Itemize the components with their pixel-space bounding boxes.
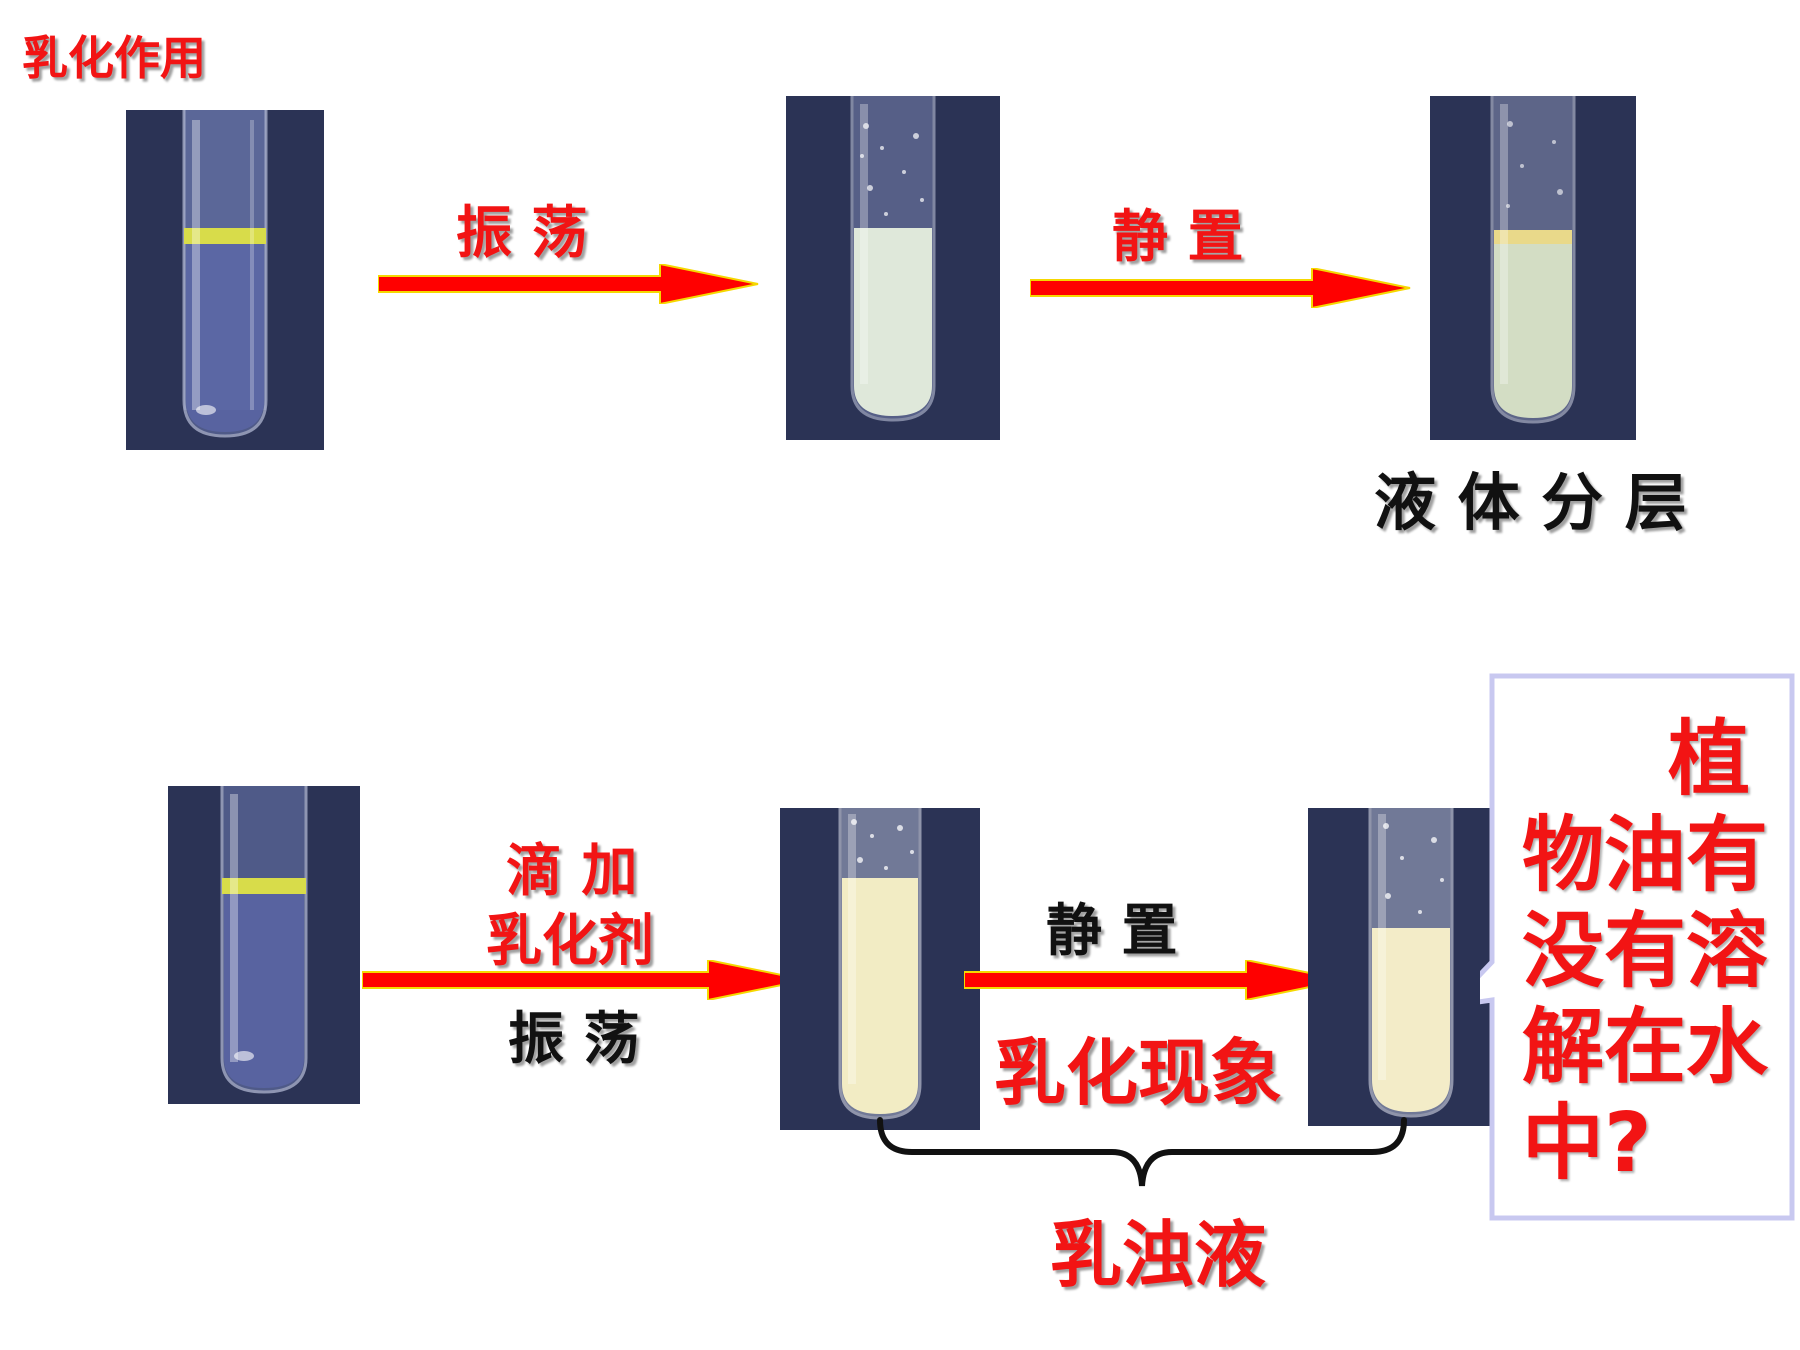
arrow-stand-bottom [964, 960, 1346, 1000]
arrow-shake-top [378, 264, 760, 304]
test-tube-photo-emulsion [780, 808, 980, 1130]
curly-brace [872, 1116, 1412, 1190]
arrow-label-shake-top: 振 荡 [456, 188, 588, 269]
phenomenon-label-emulsification: 乳化现象 [994, 1014, 1282, 1119]
result-label-layers: 液 体 分 层 [1374, 452, 1687, 542]
callout-line-5: 中? [1522, 1096, 1652, 1192]
test-tube-photo-shaken [786, 96, 1000, 440]
test-tube-photo-layered [1430, 96, 1636, 440]
callout-line-2: 物油有 [1522, 808, 1768, 904]
arrow-label-stand-bottom: 静 置 [1046, 886, 1178, 967]
arrow-label-shake-bottom: 振 荡 [508, 994, 640, 1075]
callout-line-3: 没有溶 [1522, 904, 1768, 1000]
test-tube-photo-oil-water-bottom [168, 786, 360, 1104]
arrow-stand-top [1030, 268, 1412, 308]
test-tube-photo-oil-water [126, 110, 324, 450]
callout-line-1: 植 [1668, 712, 1750, 808]
slide-title: 乳化作用 [22, 22, 206, 88]
arrow-label-stand-top: 静 置 [1112, 192, 1244, 273]
arrow-label-add-emulsifier-line1: 滴 加 [506, 826, 638, 907]
brace-label-emulsion: 乳浊液 [1050, 1196, 1266, 1301]
callout-line-4: 解在水 [1522, 1000, 1768, 1096]
